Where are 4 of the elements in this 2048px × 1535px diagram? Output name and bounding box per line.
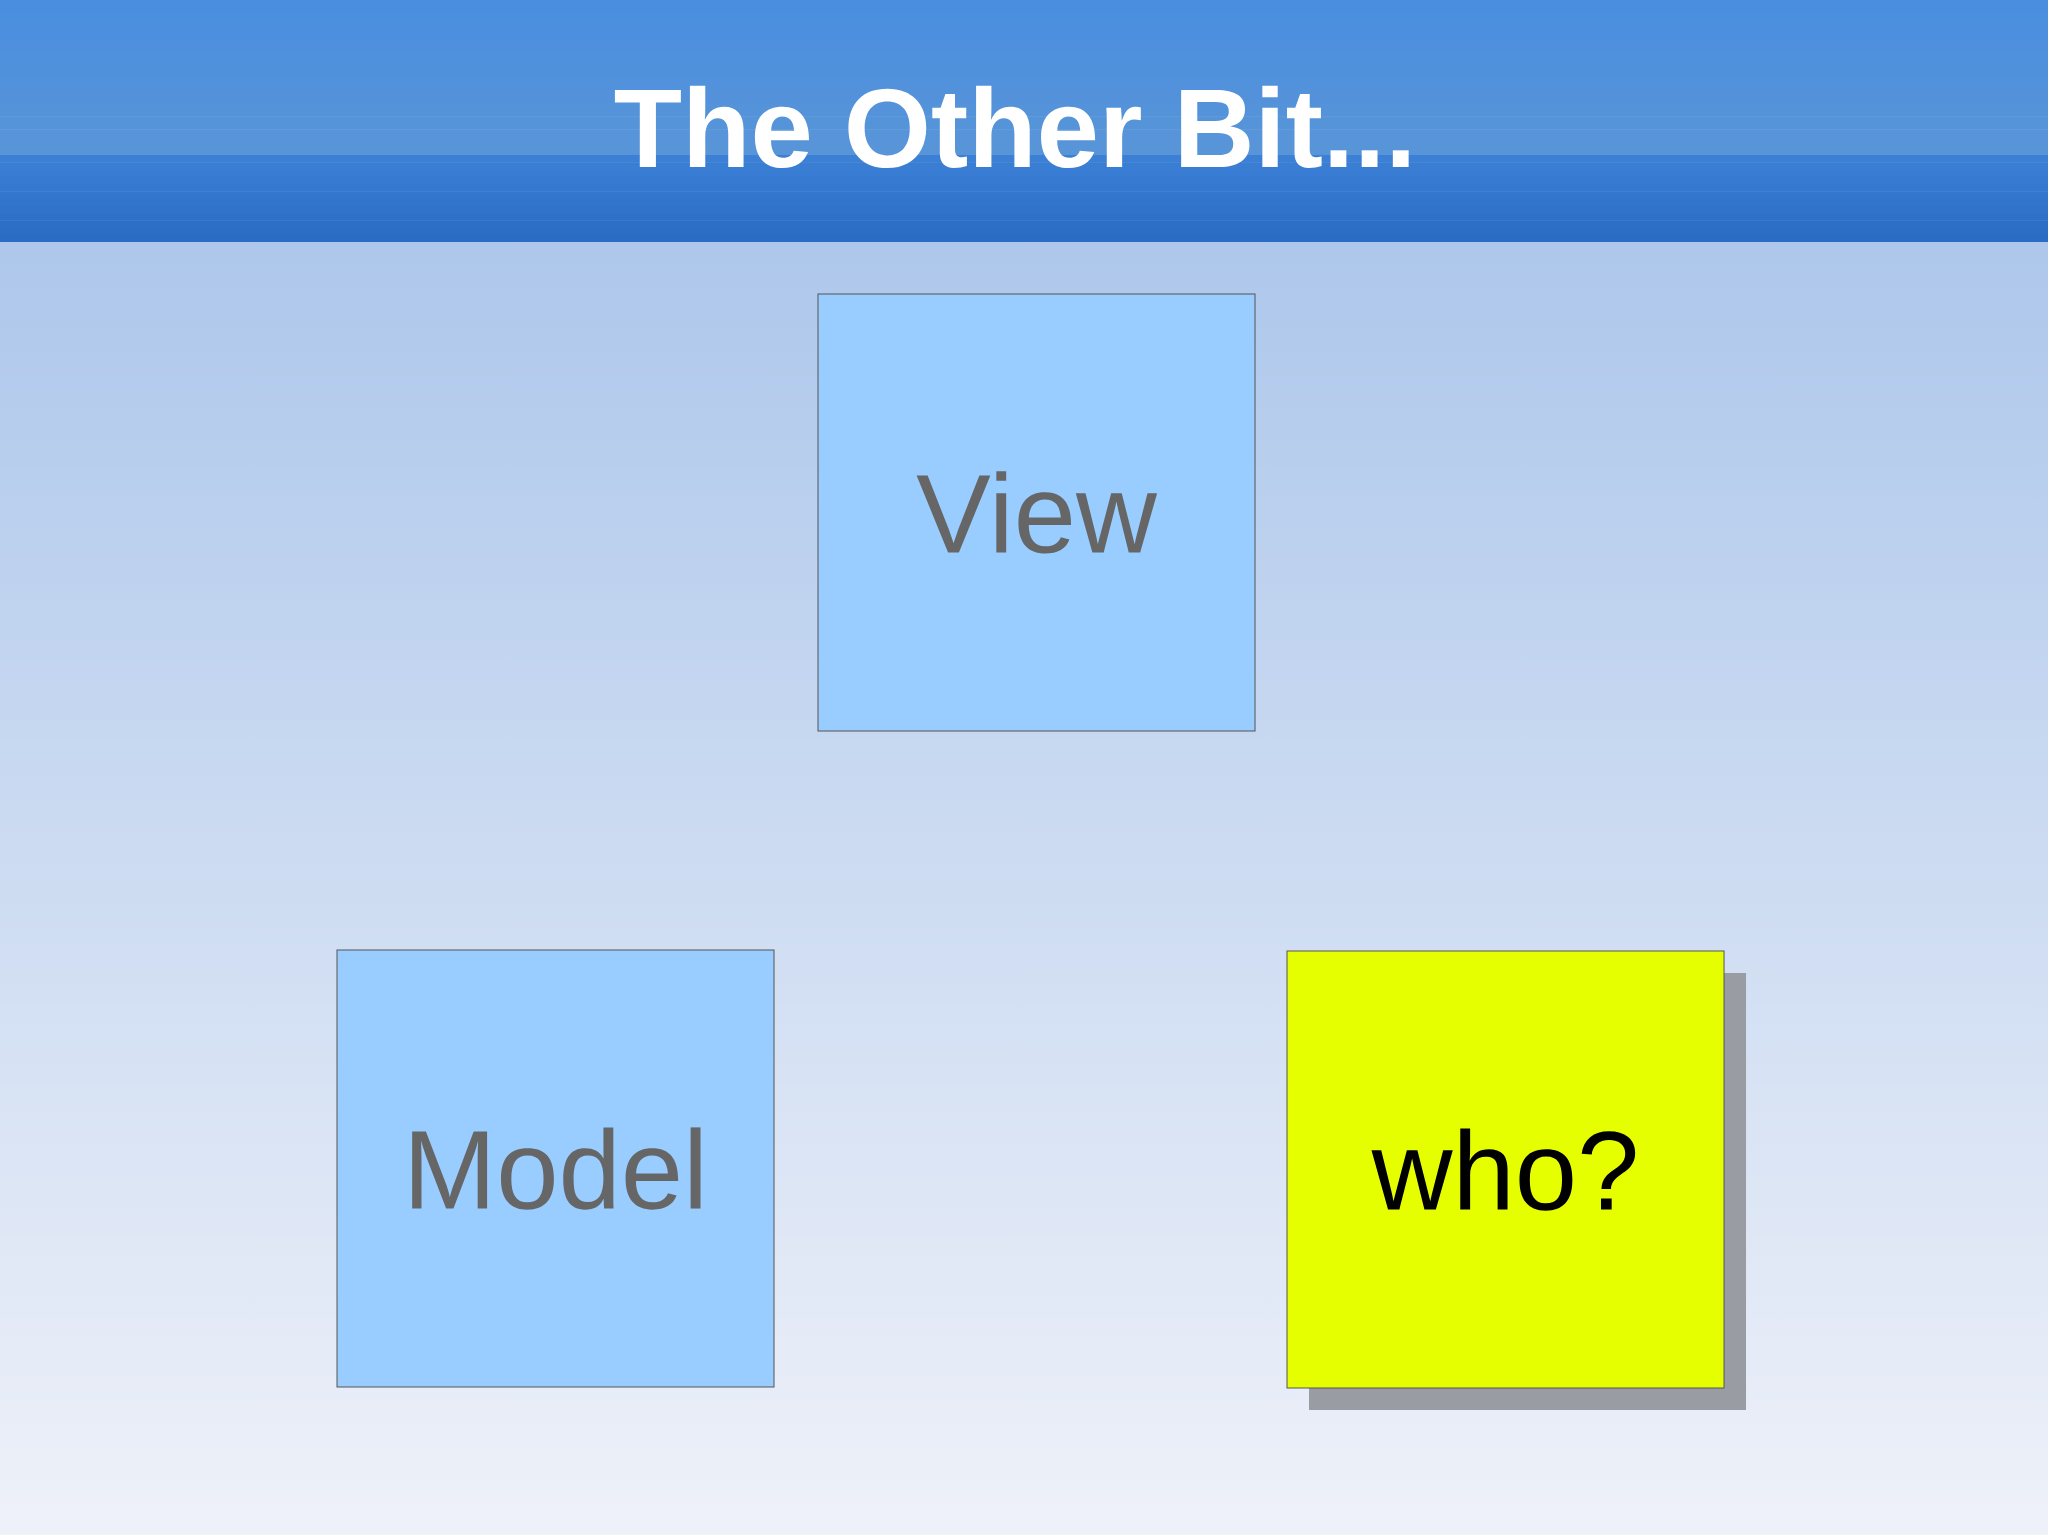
title: The Other Bit...: [614, 85, 1409, 169]
text-box: who?: [1286, 950, 1725, 1389]
text-box: View: [817, 293, 1256, 732]
text-box: Model: [336, 949, 775, 1388]
